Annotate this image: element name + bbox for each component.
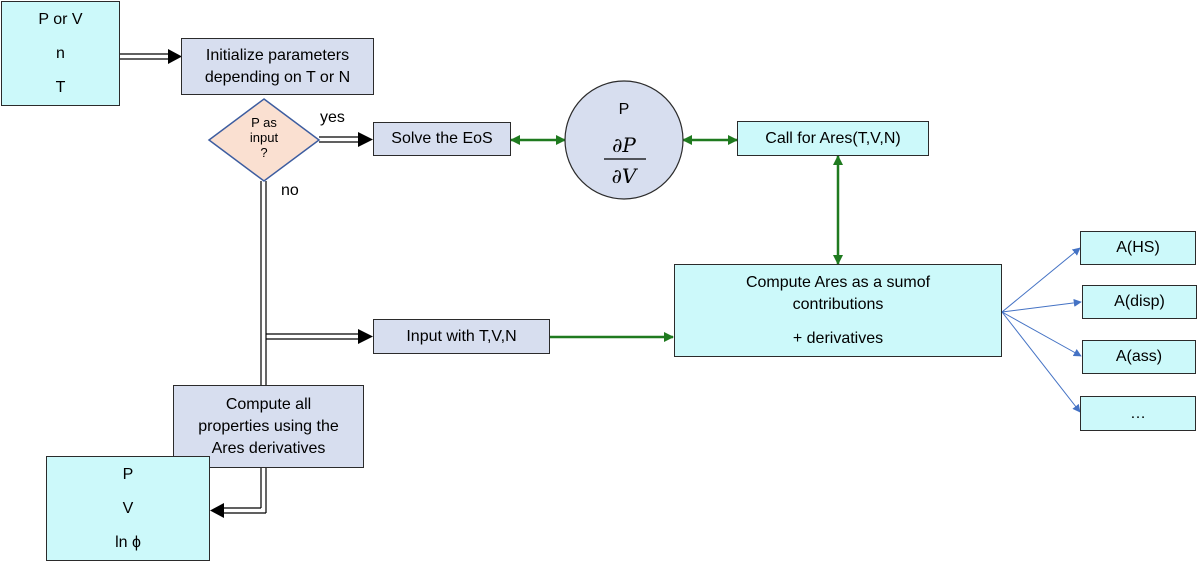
call-ares-label: Call for Ares(T,V,N) bbox=[765, 129, 901, 147]
arrow-trunk-to-input-tvn bbox=[266, 329, 373, 344]
init-line-1: Initialize parameters bbox=[205, 46, 350, 64]
compute-properties-box: Compute all properties using the Ares de… bbox=[173, 385, 364, 468]
arrow-no-trunk bbox=[260, 181, 267, 385]
decision-line-3: ? bbox=[260, 145, 268, 160]
yes-label: yes bbox=[320, 109, 345, 126]
compute-props-line-3: Ares derivatives bbox=[211, 439, 326, 457]
contribution-disp-box: A(disp) bbox=[1082, 285, 1197, 319]
outputs-box: P V ln ϕ bbox=[46, 456, 210, 561]
compute-ares-line-1: Compute Ares as a sumof bbox=[745, 273, 931, 291]
output-ln-phi: ln ϕ bbox=[115, 533, 141, 551]
contribution-ass-box: A(ass) bbox=[1082, 340, 1196, 374]
solve-eos-box: Solve the EoS bbox=[373, 122, 511, 156]
contribution-arrows bbox=[1001, 247, 1082, 413]
contribution-more-box: … bbox=[1080, 396, 1196, 431]
init-parameters-box: Initialize parameters depending on T or … bbox=[181, 38, 374, 95]
circle-numerator: ∂P bbox=[612, 133, 636, 157]
no-label: no bbox=[281, 182, 299, 199]
eos-circle bbox=[564, 80, 684, 200]
decision-line-2: input bbox=[249, 130, 279, 145]
contribution-disp-label: A(disp) bbox=[1114, 293, 1165, 310]
arrow-inputs-to-init bbox=[120, 49, 182, 64]
decision-label: P as input ? bbox=[234, 115, 294, 160]
input-n: n bbox=[56, 44, 65, 62]
solve-eos-label: Solve the EoS bbox=[391, 130, 493, 147]
inputs-box: P or V n T bbox=[1, 1, 120, 106]
input-p-or-v: P or V bbox=[38, 10, 83, 28]
circle-denominator: ∂V bbox=[611, 164, 637, 188]
decision-diamond bbox=[207, 98, 321, 182]
output-p: P bbox=[122, 465, 134, 483]
contribution-ass-label: A(ass) bbox=[1115, 348, 1163, 365]
arrow-yes-to-solve bbox=[319, 132, 373, 147]
compute-props-line-2: properties using the bbox=[198, 417, 339, 435]
compute-ares-line-2: contributions bbox=[792, 295, 884, 313]
output-v: V bbox=[122, 499, 134, 517]
contribution-more-label: … bbox=[1130, 404, 1146, 422]
init-line-2: depending on T or N bbox=[204, 68, 351, 86]
call-ares-box: Call for Ares(T,V,N) bbox=[737, 121, 929, 156]
decision-line-1: P as bbox=[251, 115, 277, 130]
input-t: T bbox=[55, 78, 66, 96]
compute-ares-derivatives: + derivatives bbox=[792, 329, 884, 347]
contribution-hs-label: A(HS) bbox=[1116, 239, 1160, 256]
compute-ares-box: Compute Ares as a sumof contributions + … bbox=[674, 264, 1002, 357]
input-tvn-box: Input with T,V,N bbox=[373, 319, 550, 354]
circle-p-label: P bbox=[618, 101, 630, 118]
contribution-hs-box: A(HS) bbox=[1080, 231, 1196, 265]
input-tvn-label: Input with T,V,N bbox=[406, 327, 517, 345]
compute-props-line-1: Compute all bbox=[225, 395, 312, 413]
arrow-props-to-outputs bbox=[210, 468, 267, 518]
